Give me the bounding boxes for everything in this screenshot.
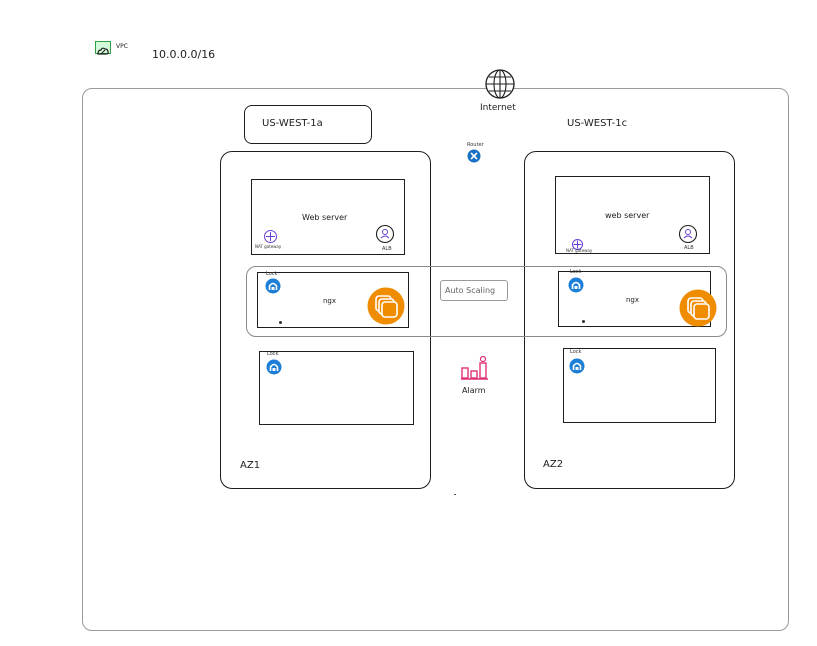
right-db-lock-icon xyxy=(569,358,585,378)
left-nat-gateway-icon xyxy=(264,228,277,247)
left-ngx-dot xyxy=(279,321,282,324)
left-alb-icon xyxy=(375,224,395,247)
vpc-label: VPC xyxy=(116,43,128,50)
alarm-chart-icon xyxy=(461,355,489,384)
left-ngx-box xyxy=(257,272,409,328)
zone-left-name-box xyxy=(244,105,372,144)
router-icon xyxy=(467,148,481,167)
vpc-cidr: 10.0.0.0/16 xyxy=(152,48,216,61)
az2-label: AZ2 xyxy=(543,459,564,470)
auto-scaling-group xyxy=(246,266,727,337)
globe-icon xyxy=(484,68,516,104)
left-db-lock-icon xyxy=(266,359,282,379)
vpc-container xyxy=(82,88,789,631)
internet-label: Internet xyxy=(480,103,516,113)
right-db-lock-label: Lock xyxy=(570,349,582,355)
router-label: Router xyxy=(467,142,484,148)
zone-left-name: US-WEST-1a xyxy=(262,118,323,129)
stray-mark xyxy=(454,494,456,495)
right-alb-icon xyxy=(678,224,698,247)
auto-scaling-label-box xyxy=(440,280,508,301)
left-web-server-title: Web server xyxy=(302,213,348,222)
left-web-server xyxy=(251,179,405,255)
left-ngx-lock-label: Lock xyxy=(266,271,278,277)
right-alb-label: ALB xyxy=(684,245,694,251)
right-ngx-lock-label: Lock xyxy=(570,269,582,275)
right-ngx-lock-icon xyxy=(568,277,584,297)
right-web-server xyxy=(555,176,710,254)
left-ngx-lock-icon xyxy=(265,278,281,298)
right-db-box xyxy=(563,348,716,423)
right-web-server-title: web server xyxy=(605,211,650,220)
left-db-box xyxy=(259,351,414,425)
auto-scaling-label: Auto Scaling xyxy=(445,286,496,295)
alarm-label: Alarm xyxy=(462,386,486,395)
right-nat-gateway-label: NAT gateway xyxy=(566,248,593,253)
az1-label: AZ1 xyxy=(240,460,261,471)
left-ngx-name: ngx xyxy=(323,297,337,305)
left-nat-gateway-label: NAT gateway xyxy=(255,244,282,249)
zone-right-name: US-WEST-1c xyxy=(567,118,628,129)
left-alb-label: ALB xyxy=(382,246,392,252)
vpc-icon xyxy=(95,41,111,55)
left-instance-icon xyxy=(367,287,405,329)
right-instance-icon xyxy=(679,289,717,331)
left-db-lock-label: Lock xyxy=(267,351,279,357)
right-ngx-name: ngx xyxy=(626,296,640,304)
right-nat-gateway-icon xyxy=(572,235,583,254)
right-ngx-dot xyxy=(582,320,585,323)
az2-container xyxy=(524,151,735,489)
az1-container xyxy=(220,151,431,489)
